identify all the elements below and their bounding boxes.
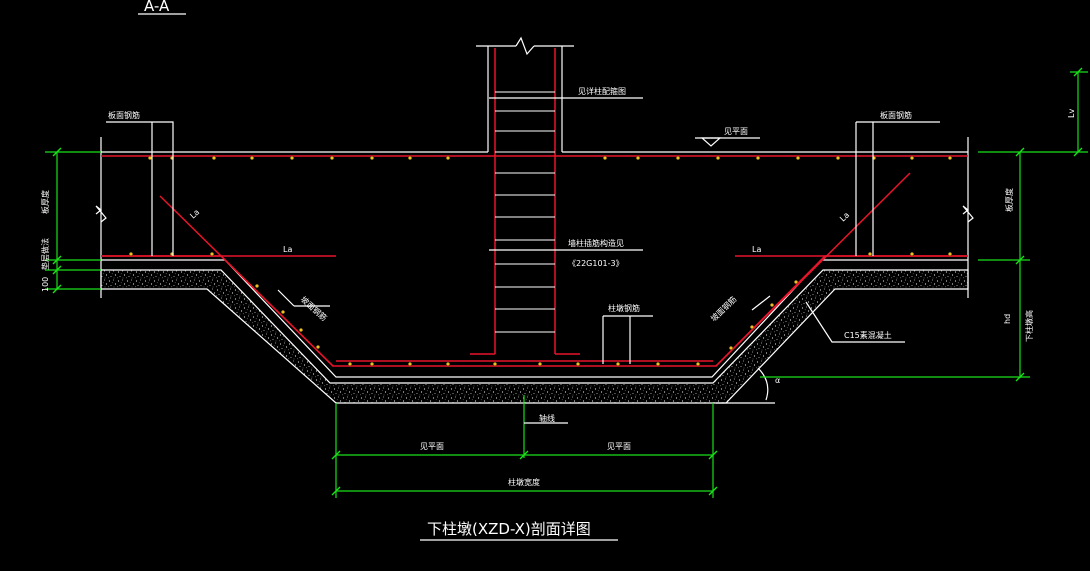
concrete-cushion — [100, 269, 969, 404]
label-lap-lower-right: La — [752, 245, 761, 254]
label-axis: 轴线 — [539, 413, 555, 423]
lap-line-right-diagonal — [715, 172, 911, 367]
label-dim-total: 柱墩宽度 — [508, 477, 540, 487]
label-anchorage-note-2: 《22G101-3》 — [568, 259, 624, 268]
column-outline — [476, 36, 574, 152]
lap-line-left-diagonal — [159, 195, 334, 367]
label-column-rebar: 柱墩钢筋 — [608, 303, 640, 313]
label-lap-upper-left: La — [188, 207, 201, 220]
label-dim-left-100: 100 — [41, 277, 50, 292]
drawing-title: 下柱墩(XZD-X)剖面详图 — [427, 520, 591, 538]
label-rebar-left-top: 板面钢筋 — [108, 110, 140, 120]
label-slope-rebar-left: 坡面钢筋 — [299, 294, 329, 323]
label-level-mark: 见平面 — [724, 127, 748, 136]
label-concrete: C15素混凝土 — [844, 330, 892, 340]
label-dim-left: 见平面 — [420, 442, 444, 451]
label-slope-rebar-right: 坡面钢筋 — [708, 294, 738, 323]
label-dim-right: 见平面 — [607, 442, 631, 451]
label-angle: α — [775, 376, 780, 385]
label-column-stirrup: 见详柱配箍图 — [578, 86, 626, 96]
label-anchorage-note-1: 墙柱插筋构造见 — [568, 238, 624, 248]
label-dim-left-thickness: 板厚度 — [40, 190, 50, 214]
label-lap-upper-right: La — [838, 210, 851, 223]
label-dim-right-bottom: 下柱墩高 — [1024, 310, 1034, 342]
label-dim-lv: Lv — [1067, 109, 1076, 118]
label-dim-hd: hd — [1003, 314, 1012, 324]
label-rebar-right-top: 板面钢筋 — [880, 110, 912, 120]
label-dim-left-cushion: 垫层做法 — [40, 238, 50, 270]
column-rebar-cage — [470, 48, 580, 355]
label-dim-right-top: 板厚度 — [1004, 188, 1014, 212]
label-lap-lower-left: La — [283, 245, 292, 254]
leaders — [106, 97, 940, 404]
dimension-lines — [45, 67, 1088, 498]
slab-outline — [95, 137, 974, 378]
section-label: A-A — [144, 0, 170, 15]
rebar-dots — [129, 156, 952, 366]
